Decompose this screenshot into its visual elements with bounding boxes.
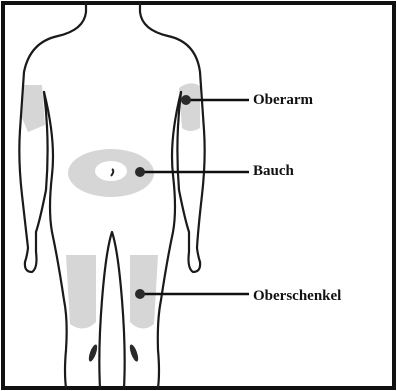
right-knee-mark xyxy=(128,344,140,363)
label-abdomen: Bauch xyxy=(253,164,294,179)
knee-marks xyxy=(87,344,140,363)
label-thigh: Oberschenkel xyxy=(253,289,341,304)
navel-exclusion-area xyxy=(95,161,127,181)
right-side-outline xyxy=(140,3,205,262)
left-knee-mark xyxy=(87,344,99,363)
abdomen-dot xyxy=(135,167,145,177)
upper-arm-dot xyxy=(181,95,191,105)
right-upper-arm-zone xyxy=(179,83,200,131)
left-thigh-zone xyxy=(66,255,96,329)
left-side-outline xyxy=(19,3,86,262)
thigh-dot xyxy=(135,289,145,299)
injection-zones xyxy=(22,83,200,328)
label-upper-arm: Oberarm xyxy=(253,93,313,108)
inner-legs xyxy=(99,232,124,388)
left-upper-arm-zone xyxy=(22,85,45,132)
